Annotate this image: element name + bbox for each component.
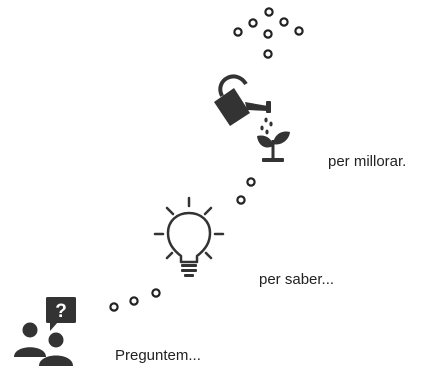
path-dot (109, 302, 119, 312)
path-dot (263, 29, 273, 39)
path-dot (233, 27, 243, 37)
caption-improve: per millorar. (328, 153, 407, 170)
lightbulb-icon (153, 196, 225, 277)
path-dot (263, 49, 273, 59)
caption-know: per saber... (259, 271, 335, 288)
path-dot (236, 195, 246, 205)
question-mark-glyph: ? (55, 301, 67, 322)
path-dot (264, 7, 274, 17)
people-question-icon: ? (14, 297, 76, 366)
path-dot (246, 177, 256, 187)
watering-can-plant-icon (214, 74, 290, 162)
dotted-path (109, 7, 304, 312)
path-dot (248, 18, 258, 28)
path-dot (294, 26, 304, 36)
path-dot (129, 296, 139, 306)
path-dot (151, 288, 161, 298)
path-dot (279, 17, 289, 27)
caption-ask: Preguntem... (115, 347, 201, 364)
